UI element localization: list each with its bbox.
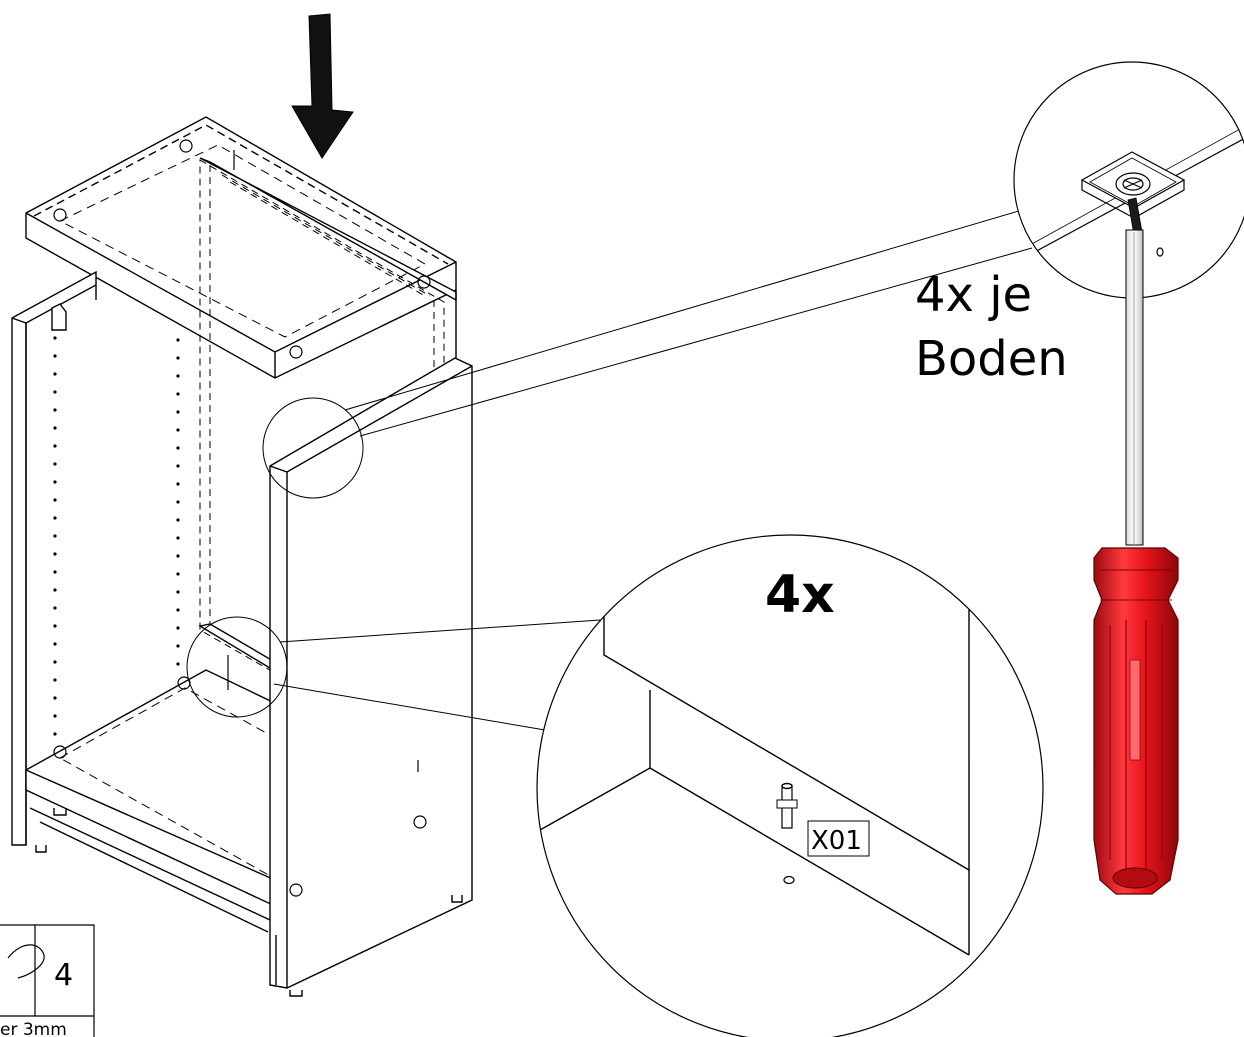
- zoom-detail-bottom: [536, 534, 1044, 1037]
- dowel-icon: [776, 782, 798, 829]
- detail-marker-top: [262, 397, 364, 499]
- down-arrow-icon: [291, 13, 354, 159]
- callout-bottom-count: 4x: [765, 565, 835, 625]
- leader-line-top-a: [344, 209, 1023, 411]
- leader-line-bottom-b: [273, 683, 546, 731]
- cam-fittings: [53, 139, 431, 897]
- cabinet: [11, 116, 473, 997]
- detail-marker-bottom: [186, 616, 288, 718]
- parts-table-caption: er 3mm: [0, 1020, 67, 1037]
- top-board: [25, 116, 457, 379]
- left-side-panel: [11, 270, 180, 846]
- callout-top-line2: Boden: [915, 331, 1068, 387]
- part-label: X01: [811, 826, 862, 856]
- parts-table-quantity: 4: [54, 958, 73, 993]
- right-side-panel: [269, 357, 473, 989]
- part-label-box: [807, 820, 870, 857]
- screwdriver-icon: [1093, 197, 1179, 895]
- shelf-holes: [53, 336, 180, 736]
- callout-top-line1: 4x je: [915, 267, 1032, 323]
- dowel-icon: [7, 944, 45, 979]
- leader-line-top-b: [359, 247, 1033, 437]
- leader-line-bottom-a: [279, 619, 601, 643]
- zoom-detail-top: [1013, 61, 1244, 299]
- parts-table: [0, 924, 95, 1037]
